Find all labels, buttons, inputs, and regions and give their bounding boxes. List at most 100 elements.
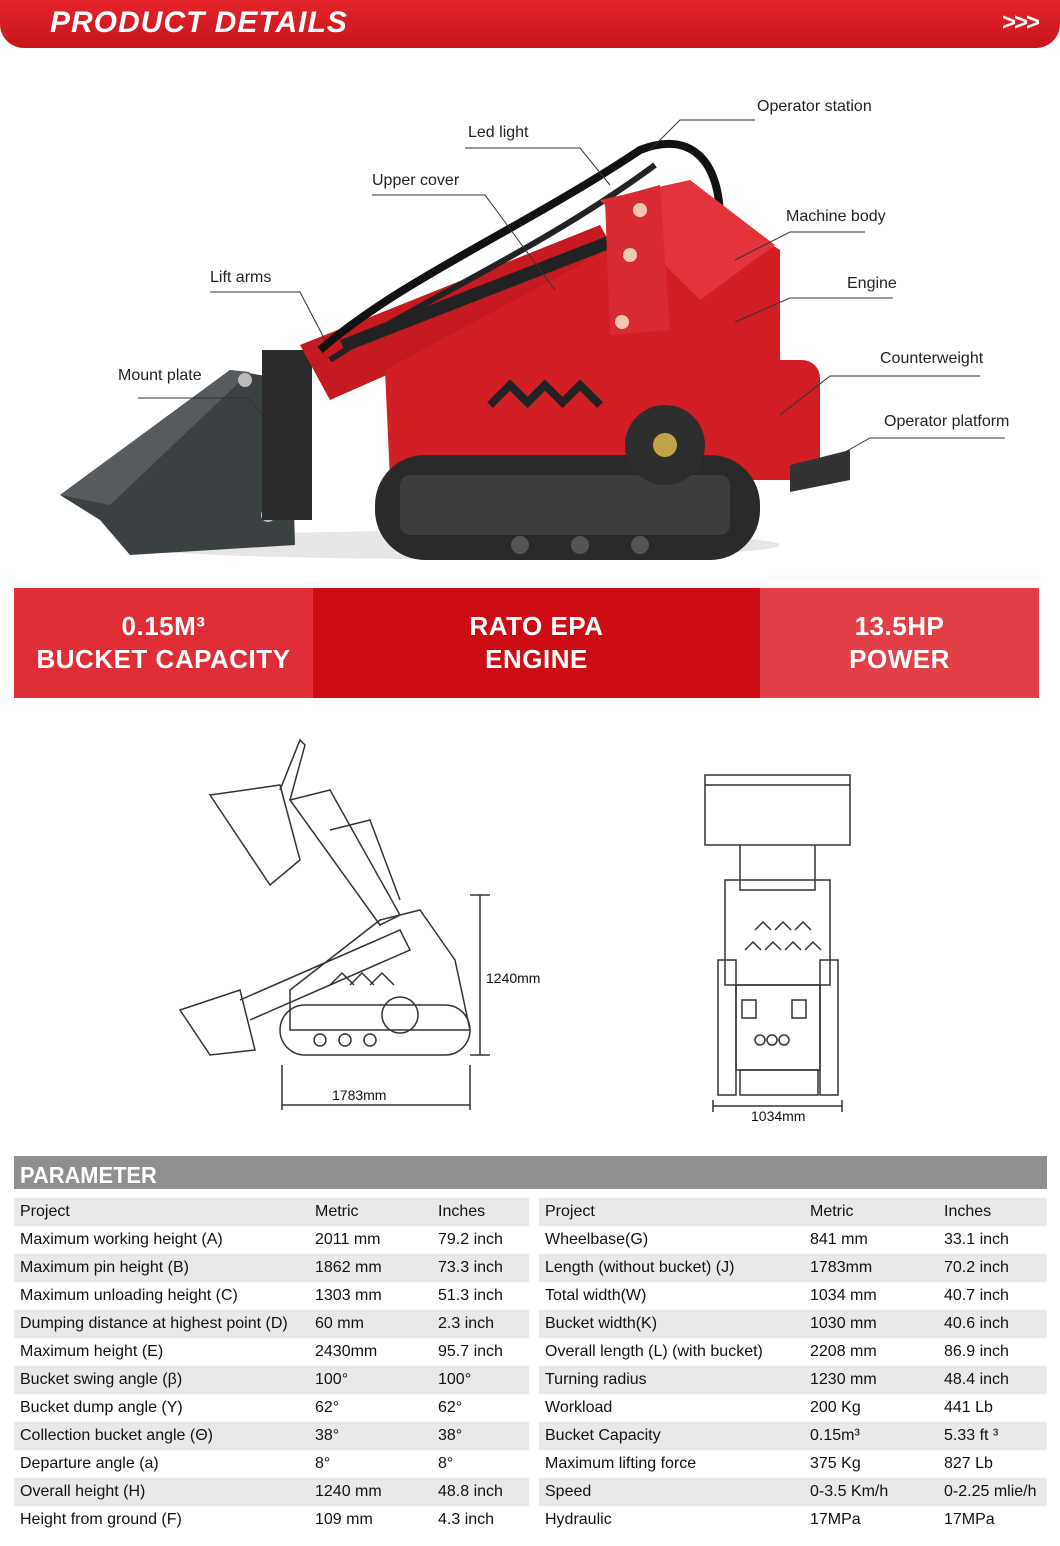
table-cell: 827 Lb	[944, 1455, 993, 1472]
table-cell: Maximum height (E)	[20, 1343, 164, 1360]
table-cell: 17MPa	[944, 1511, 995, 1528]
table-cell: 1862 mm	[309, 1254, 432, 1282]
feature-value: 0.15M³	[121, 611, 206, 641]
parameter-header: PARAMETER	[14, 1156, 1047, 1189]
table-cell: 2011 mm	[315, 1231, 381, 1248]
table-cell: Bucket Capacity	[539, 1422, 804, 1450]
table-cell: 8°	[315, 1455, 331, 1472]
table-cell: Wheelbase(G)	[545, 1231, 649, 1248]
technical-drawing	[178, 738, 851, 1112]
table-header-cell: Project	[14, 1198, 309, 1226]
table-cell: 73.3 inch	[432, 1254, 529, 1282]
table-cell: Bucket dump angle (Y)	[20, 1399, 183, 1416]
table-cell: 60 mm	[309, 1310, 432, 1338]
table-cell: 100°	[432, 1366, 529, 1394]
callout-mount-plate: Mount plate	[118, 367, 202, 384]
table-cell: 375 Kg	[810, 1455, 861, 1472]
feature-engine: RATO EPA ENGINE	[313, 588, 760, 698]
table-cell: 1240 mm	[309, 1478, 432, 1506]
table-cell: 38°	[309, 1422, 432, 1450]
table-cell: 70.2 inch	[938, 1254, 1047, 1282]
table-cell: 40.7 inch	[944, 1287, 1009, 1304]
table-cell: 200 Kg	[810, 1399, 861, 1416]
table-cell: Turning radius	[539, 1366, 804, 1394]
table-header-cell: Metric	[309, 1198, 432, 1226]
feature-bucket-capacity: 0.15M³ BUCKET CAPACITY	[14, 588, 313, 698]
table-cell: 0.15m³	[804, 1422, 938, 1450]
dimension-height: 1240mm	[486, 970, 541, 986]
chevrons-right-icon: >>>	[1001, 9, 1040, 36]
table-cell: Speed	[539, 1478, 804, 1506]
dimension-width: 1034mm	[751, 1108, 806, 1124]
table-cell: 2430mm	[315, 1343, 378, 1360]
callout-led-light: Led light	[468, 124, 529, 141]
table-cell: Departure angle (a)	[20, 1455, 159, 1472]
table-cell: 8°	[438, 1455, 454, 1472]
dimension-length: 1783mm	[332, 1087, 387, 1103]
table-cell: Maximum pin height (B)	[14, 1254, 309, 1282]
table-cell: Length (without bucket) (J)	[539, 1254, 804, 1282]
table-row: Height from ground (F) 109 mm 4.3 inch	[14, 1506, 529, 1534]
table-cell: Maximum lifting force	[545, 1455, 697, 1472]
page-title: PRODUCT DETAILS	[50, 6, 348, 39]
feature-value: 13.5HP	[854, 611, 945, 641]
table-row: Hydraulic 17MPa 17MPa	[539, 1506, 1047, 1534]
table-cell: Bucket swing angle (β)	[14, 1366, 309, 1394]
table-cell: 48.4 inch	[938, 1366, 1047, 1394]
callout-operator-station: Operator station	[757, 98, 872, 115]
feature-label: POWER	[849, 644, 950, 674]
table-cell: 109 mm	[315, 1511, 373, 1528]
table-cell: 62°	[315, 1399, 340, 1416]
table-row: Maximum lifting force 375 Kg 827 Lb	[539, 1450, 1047, 1478]
table-row: Bucket dump angle (Y) 62° 62°	[14, 1394, 529, 1422]
product-photo	[60, 119, 1005, 560]
table-cell: 33.1 inch	[944, 1231, 1009, 1248]
table-cell: 1783mm	[804, 1254, 938, 1282]
feature-power: 13.5HP POWER	[760, 588, 1039, 698]
table-header-cell: Project	[539, 1198, 804, 1226]
callout-machine-body: Machine body	[786, 208, 886, 225]
table-cell: Hydraulic	[545, 1511, 612, 1528]
table-header-cell: Metric	[804, 1198, 938, 1226]
table-cell: 1034 mm	[810, 1287, 877, 1304]
table-cell: Maximum working height (A)	[20, 1231, 223, 1248]
feature-value: RATO EPA	[469, 611, 604, 641]
table-cell: Overall height (H)	[14, 1478, 309, 1506]
table-row: Total width(W) 1034 mm 40.7 inch	[539, 1282, 1047, 1310]
table-cell: 2208 mm	[810, 1343, 877, 1360]
table-cell: 17MPa	[810, 1511, 861, 1528]
callout-upper-cover: Upper cover	[372, 172, 460, 189]
callout-counterweight: Counterweight	[880, 350, 984, 367]
table-row: Dumping distance at highest point (D)60 …	[14, 1310, 529, 1338]
table-cell: 2.3 inch	[432, 1310, 529, 1338]
table-cell: Bucket width(K)	[539, 1310, 804, 1338]
table-row: Collection bucket angle (Θ)38°38°	[14, 1422, 529, 1450]
table-cell: 40.6 inch	[938, 1310, 1047, 1338]
table-cell: 48.8 inch	[432, 1478, 529, 1506]
table-cell: 4.3 inch	[438, 1511, 495, 1528]
table-cell: 100°	[309, 1366, 432, 1394]
table-cell: Total width(W)	[545, 1287, 647, 1304]
table-cell: Height from ground (F)	[20, 1511, 182, 1528]
table-cell: 0-3.5 Km/h	[804, 1478, 938, 1506]
table-cell: Overall length (L) (with bucket)	[545, 1343, 763, 1360]
table-cell: 51.3 inch	[438, 1287, 503, 1304]
table-cell: 62°	[438, 1399, 463, 1416]
table-cell: Dumping distance at highest point (D)	[14, 1310, 309, 1338]
table-cell: 1303 mm	[315, 1287, 382, 1304]
table-header-cell: Inches	[938, 1198, 1047, 1226]
